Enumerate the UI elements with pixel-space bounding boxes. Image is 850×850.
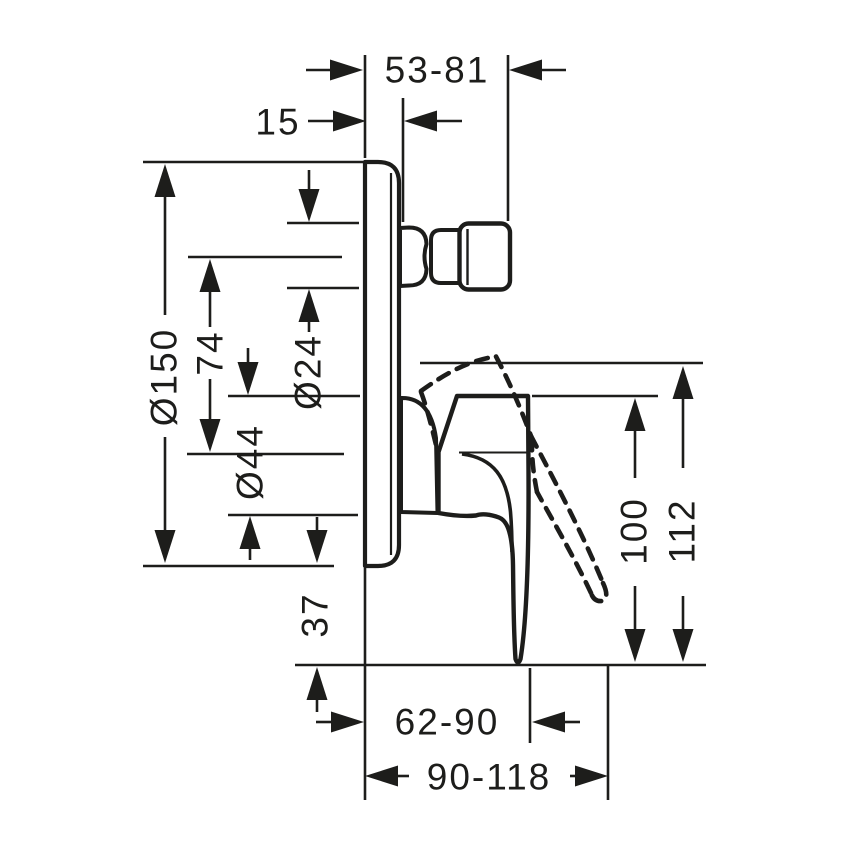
- diverter-knob: [398, 221, 513, 292]
- arrowhead: [298, 189, 320, 222]
- knob-neck: [398, 225, 429, 288]
- raised-tip: [588, 580, 609, 604]
- extension-lines: [143, 55, 706, 800]
- handle-sleeve: [399, 395, 440, 515]
- knob-ring: [429, 228, 463, 285]
- arrowhead: [331, 711, 364, 733]
- dim-label-lever-height-raised: 112: [661, 498, 703, 564]
- arrowhead: [239, 516, 261, 549]
- raised-outer-arm: [528, 433, 606, 586]
- handle-body: [436, 393, 531, 665]
- raised-rear-edge: [418, 389, 439, 450]
- raised-pivot-curve: [529, 438, 540, 495]
- dim-label-plate-diameter: Ø150: [143, 327, 185, 427]
- dim-90-118: [365, 765, 608, 787]
- arrowhead: [298, 289, 320, 322]
- arrowhead: [333, 110, 366, 132]
- dim-label-plate-thickness: 15: [255, 101, 301, 143]
- arrowhead: [404, 110, 437, 132]
- raised-top-edge: [418, 354, 499, 394]
- dim-label-wall-to-knob: 53-81: [384, 49, 490, 91]
- dim-24: [298, 170, 320, 332]
- arrowhead: [509, 59, 542, 81]
- arrowhead: [532, 711, 565, 733]
- arrowhead: [199, 259, 221, 292]
- arrowhead: [154, 164, 176, 197]
- arrowhead: [237, 362, 259, 395]
- plate-outline: [362, 159, 402, 569]
- lever-handle-raised-dashed: [418, 354, 609, 604]
- dim-label-lever-height: 100: [613, 497, 655, 565]
- handle-spout-curve: [461, 452, 514, 553]
- dim-53-81: [306, 59, 566, 81]
- arrowhead: [672, 629, 694, 662]
- arrowhead: [624, 398, 646, 431]
- arrowhead: [330, 59, 363, 81]
- dim-112: [672, 366, 694, 662]
- dim-150: [154, 164, 176, 563]
- arrowhead: [199, 419, 221, 452]
- dim-label-wall-to-tip: 62-90: [394, 701, 500, 743]
- arrowhead: [306, 667, 328, 700]
- raised-inner-arm: [534, 489, 594, 596]
- dim-100: [624, 398, 646, 662]
- dim-15: [308, 110, 462, 132]
- dimension-arrows: [154, 59, 694, 787]
- dim-label-knob-diameter: Ø24: [287, 334, 329, 410]
- knob-cap: [457, 221, 513, 292]
- arrowhead: [365, 765, 398, 787]
- dim-label-plate-to-tip: 37: [294, 592, 336, 638]
- arrowhead: [306, 530, 328, 563]
- dim-label-sleeve-diameter: Ø44: [229, 424, 271, 500]
- arrowhead: [154, 530, 176, 563]
- arrowhead: [672, 366, 694, 399]
- arrowhead: [624, 629, 646, 662]
- dim-label-axis-spacing: 74: [189, 330, 231, 376]
- arrowhead: [575, 765, 608, 787]
- dim-37: [306, 517, 328, 712]
- dim-74: [199, 259, 221, 452]
- mixer-plate: [362, 159, 402, 569]
- dim-label-wall-to-tip-raised: 90-118: [426, 756, 552, 798]
- dim-62-90: [316, 711, 580, 733]
- raised-front-edge: [493, 354, 534, 439]
- lever-handle: [399, 393, 531, 665]
- dim-44: [237, 348, 261, 560]
